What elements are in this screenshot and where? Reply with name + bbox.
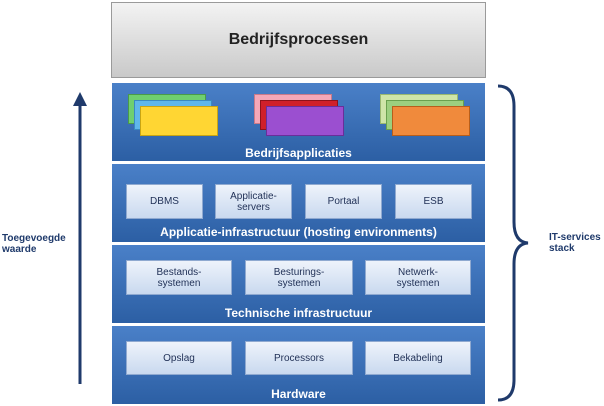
esb-box: ESB xyxy=(395,184,472,219)
hardware-layer: Opslag Processors Bekabeling Hardware xyxy=(111,325,486,405)
cabling-box: Bekabeling xyxy=(365,341,471,375)
storage-label: Opslag xyxy=(163,352,195,364)
cabling-label: Bekabeling xyxy=(393,352,443,364)
technical-infrastructure-label: Technische infrastructuur xyxy=(224,306,373,320)
added-value-arrow xyxy=(73,92,87,384)
dbms-label: DBMS xyxy=(150,196,179,207)
added-value-label: Toegevoegde waarde xyxy=(2,233,66,255)
application-servers-box: Applicatie- servers xyxy=(215,184,292,219)
applications-layer: Bedrijfsapplicaties xyxy=(111,82,486,162)
applications-label: Bedrijfsapplicaties xyxy=(245,146,352,160)
application-infrastructure-layer: DBMS Applicatie- servers Portaal ESB App… xyxy=(111,163,486,243)
esb-label: ESB xyxy=(423,196,444,207)
portal-box: Portaal xyxy=(305,184,382,219)
portal-label: Portaal xyxy=(327,196,360,207)
file-systems-box: Bestands- systemen xyxy=(126,260,232,295)
business-processes-title: Bedrijfsprocessen xyxy=(228,31,369,48)
processors-label: Processors xyxy=(273,352,324,364)
network-systems-box: Netwerk- systemen xyxy=(365,260,471,295)
application-infrastructure-label: Applicatie-infrastructuur (hosting envir… xyxy=(160,225,437,239)
storage-box: Opslag xyxy=(126,341,232,375)
business-processes-layer: Bedrijfsprocessen xyxy=(111,2,486,78)
file-systems-label: Bestands- systemen xyxy=(156,266,202,289)
network-systems-label: Netwerk- systemen xyxy=(396,266,440,289)
app-card xyxy=(140,106,218,136)
hardware-label: Hardware xyxy=(271,387,326,401)
app-card xyxy=(266,106,344,136)
app-card xyxy=(392,106,470,136)
operating-systems-box: Besturings- systemen xyxy=(245,260,353,295)
processors-box: Processors xyxy=(245,341,353,375)
it-services-brace-icon xyxy=(497,84,529,402)
it-services-stack-label: IT-services stack xyxy=(549,232,601,254)
technical-infrastructure-layer: Bestands- systemen Besturings- systemen … xyxy=(111,244,486,324)
application-servers-label: Applicatie- servers xyxy=(230,190,277,213)
operating-systems-label: Besturings- systemen xyxy=(273,266,325,289)
dbms-box: DBMS xyxy=(126,184,203,219)
